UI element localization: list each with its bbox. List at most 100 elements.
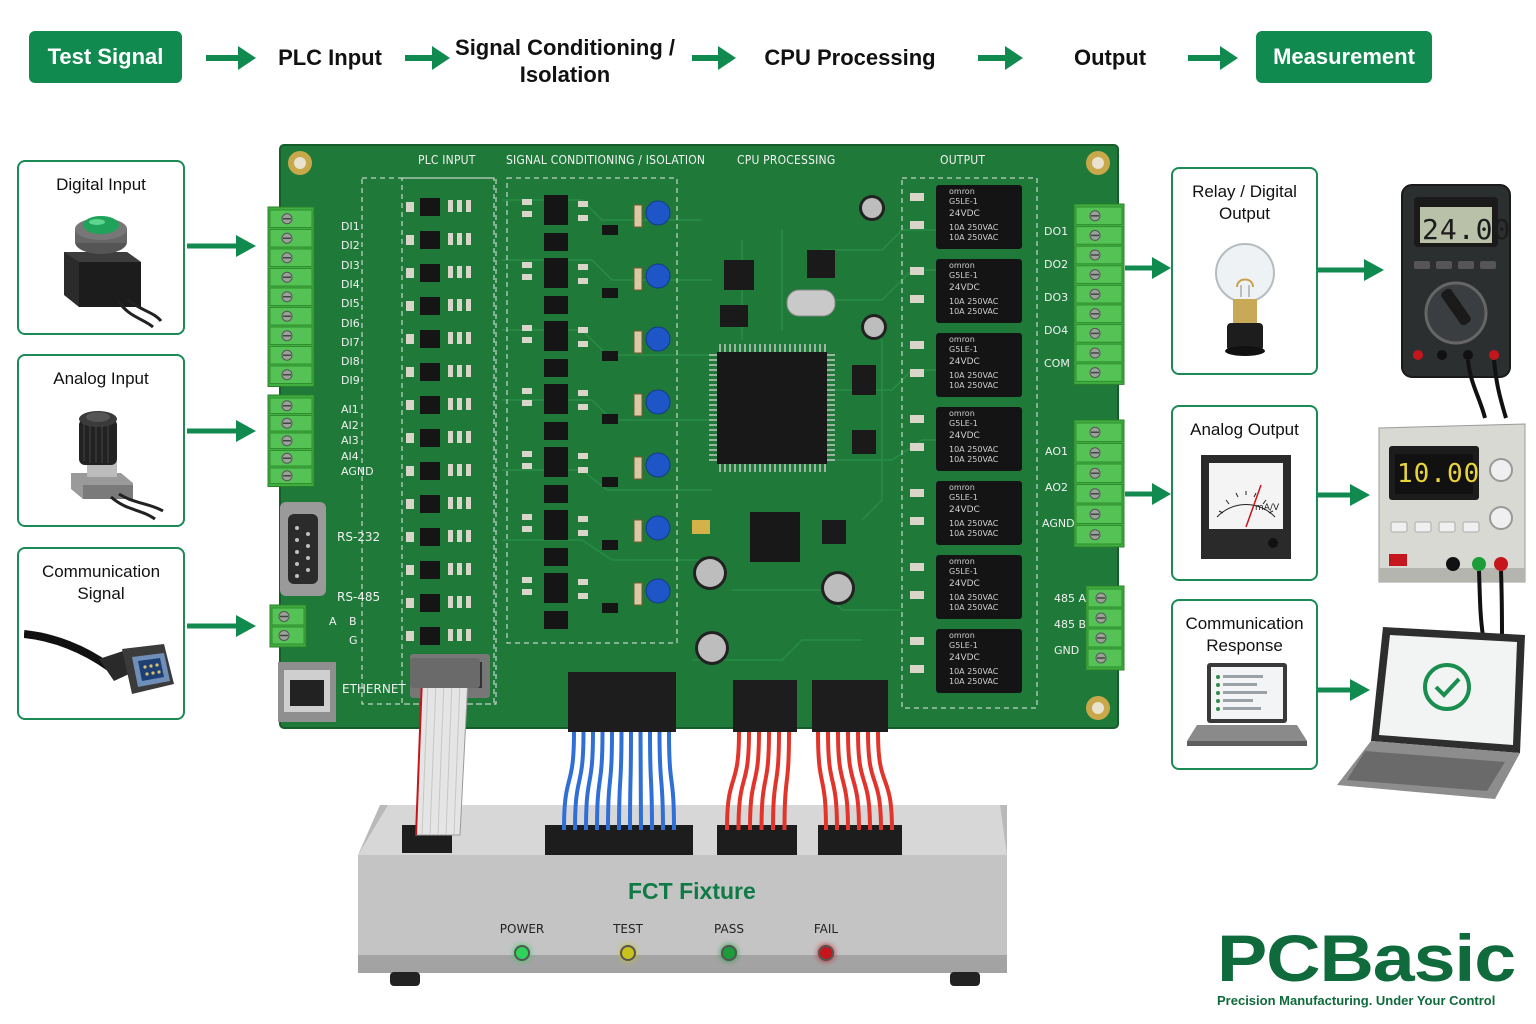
di-label: DI3: [341, 258, 360, 272]
rs485-g-label: G: [349, 634, 358, 647]
power-supply-reading: 10.00: [1397, 459, 1481, 489]
relay-rating: 10A 250VAC: [949, 667, 999, 676]
comm-output-label: 485 A: [1054, 592, 1087, 605]
relay-brand: omron: [949, 335, 975, 344]
ai-label: AI2: [341, 418, 359, 432]
do-label: DO3: [1044, 291, 1069, 304]
pcbasic-logo: PCBasic: [1217, 928, 1516, 988]
ai-label: AI3: [341, 434, 359, 448]
section-cpu-processing: CPU PROCESSING: [737, 153, 836, 167]
cpu-chip: [709, 344, 835, 472]
relay-model: G5LE-1: [949, 493, 978, 502]
input-terminal-blocks: [267, 206, 315, 648]
di-label: DI7: [341, 335, 360, 349]
relay-coil: 24VDC: [949, 209, 980, 219]
relay-rating: 10A 250VAC: [949, 233, 999, 242]
serial-cable-icon: [24, 630, 174, 694]
led-power-indicator: [514, 945, 530, 961]
di-label: DI9: [341, 374, 360, 388]
flow-step-signal-conditioning: Signal Conditioning / Isolation: [455, 35, 675, 87]
relay-model: G5LE-1: [949, 197, 978, 206]
multimeter: [1401, 184, 1511, 419]
digital-input-card: Digital Input: [17, 160, 185, 335]
verification-laptop: [1337, 627, 1525, 799]
analog-input-card: Analog Input: [17, 354, 185, 527]
light-bulb-icon: [1215, 243, 1275, 356]
relay-model: G5LE-1: [949, 641, 978, 650]
led-pass-indicator: [721, 945, 737, 961]
relay-brand: omron: [949, 261, 975, 270]
crystal: [786, 289, 836, 317]
led-test-indicator: [620, 945, 636, 961]
ai-label: AI4: [341, 449, 359, 463]
relay-brand: omron: [949, 557, 975, 566]
relay-output-title: Relay / Digital Output: [1192, 182, 1297, 223]
rs485-a-label: A: [329, 615, 337, 628]
push-button-icon: [64, 216, 163, 329]
flow-step-measurement: Measurement: [1256, 31, 1432, 83]
potentiometer-icon: [71, 411, 164, 521]
brand-tagline: Precision Manufacturing. Under Your Cont…: [1217, 993, 1496, 1008]
communication-response-title: Communication Response: [1185, 614, 1304, 655]
rs485-label: RS-485: [337, 590, 381, 604]
di-label: DI2: [341, 239, 360, 253]
red-wire-harness-2: [812, 680, 894, 831]
communication-input-title: Communication Signal: [41, 562, 161, 603]
analog-output-card: Analog Output mA/V: [1171, 405, 1318, 581]
laptop-icon: [1187, 663, 1307, 746]
analog-output-title: Analog Output: [1190, 420, 1299, 439]
section-output: OUTPUT: [940, 153, 986, 167]
comm-output-label: 485 B: [1054, 618, 1087, 631]
relay-coil: 24VDC: [949, 579, 980, 589]
do-label: DO4: [1044, 324, 1069, 337]
gray-ribbon-cable: [410, 658, 480, 836]
di-label: DI4: [341, 277, 360, 291]
digital-input-title: Digital Input: [56, 175, 146, 194]
output-terminal-blocks: [1073, 203, 1125, 671]
section-plc-input: PLC INPUT: [418, 153, 476, 167]
relay-brand: omron: [949, 631, 975, 640]
relay-model: G5LE-1: [949, 419, 978, 428]
analog-meter-unit: mA/V: [1255, 503, 1280, 513]
ai-label: AGND: [341, 465, 374, 479]
di-label: DI1: [341, 220, 360, 233]
relay-rating: 10A 250VAC: [949, 677, 999, 686]
ao-label: AO1: [1045, 445, 1068, 458]
relay-rating: 10A 250VAC: [949, 381, 999, 390]
relay-rating: 10A 250VAC: [949, 307, 999, 316]
flow-step-output: Output: [1073, 44, 1147, 70]
relay-coil: 24VDC: [949, 357, 980, 367]
relay-rating: 10A 250VAC: [949, 455, 999, 464]
flow-step-test-signal: Test Signal: [29, 31, 182, 83]
relay-brand: omron: [949, 483, 975, 492]
relay-brand: omron: [949, 409, 975, 418]
di-label: DI5: [341, 297, 360, 311]
relay-output-card: Relay / Digital Output: [1171, 167, 1318, 375]
ai-label: AI1: [341, 403, 359, 416]
do-label: DO2: [1044, 258, 1069, 271]
rs232-label: RS-232: [337, 530, 381, 544]
relay-rating: 10A 250VAC: [949, 445, 999, 454]
flow-step-plc-input: PLC Input: [278, 44, 382, 70]
led-label-pass: PASS: [714, 922, 744, 936]
led-label-test: TEST: [613, 922, 643, 936]
di-label: DI6: [341, 316, 360, 330]
brand-logo-text: PCBasic: [1217, 928, 1515, 988]
communication-input-card: Communication Signal: [17, 547, 185, 720]
relay-model: G5LE-1: [949, 567, 978, 576]
di-label: DI8: [341, 355, 360, 369]
electrolytic-capacitors: [693, 195, 887, 665]
ao-label: AO2: [1045, 481, 1068, 494]
mounting-holes: [288, 151, 1110, 720]
relay-rating: 10A 250VAC: [949, 593, 999, 602]
multimeter-reading: 24.00: [1422, 213, 1512, 246]
led-label-power: POWER: [499, 922, 545, 936]
relay-rating: 10A 250VAC: [949, 223, 999, 232]
analog-input-title: Analog Input: [53, 369, 149, 388]
ethernet-port: [278, 662, 336, 722]
analog-meter-icon: [1201, 455, 1291, 559]
red-wire-harness-1: [725, 680, 797, 831]
fct-fixture: [358, 658, 1007, 986]
relay-coil: 24VDC: [949, 505, 980, 515]
